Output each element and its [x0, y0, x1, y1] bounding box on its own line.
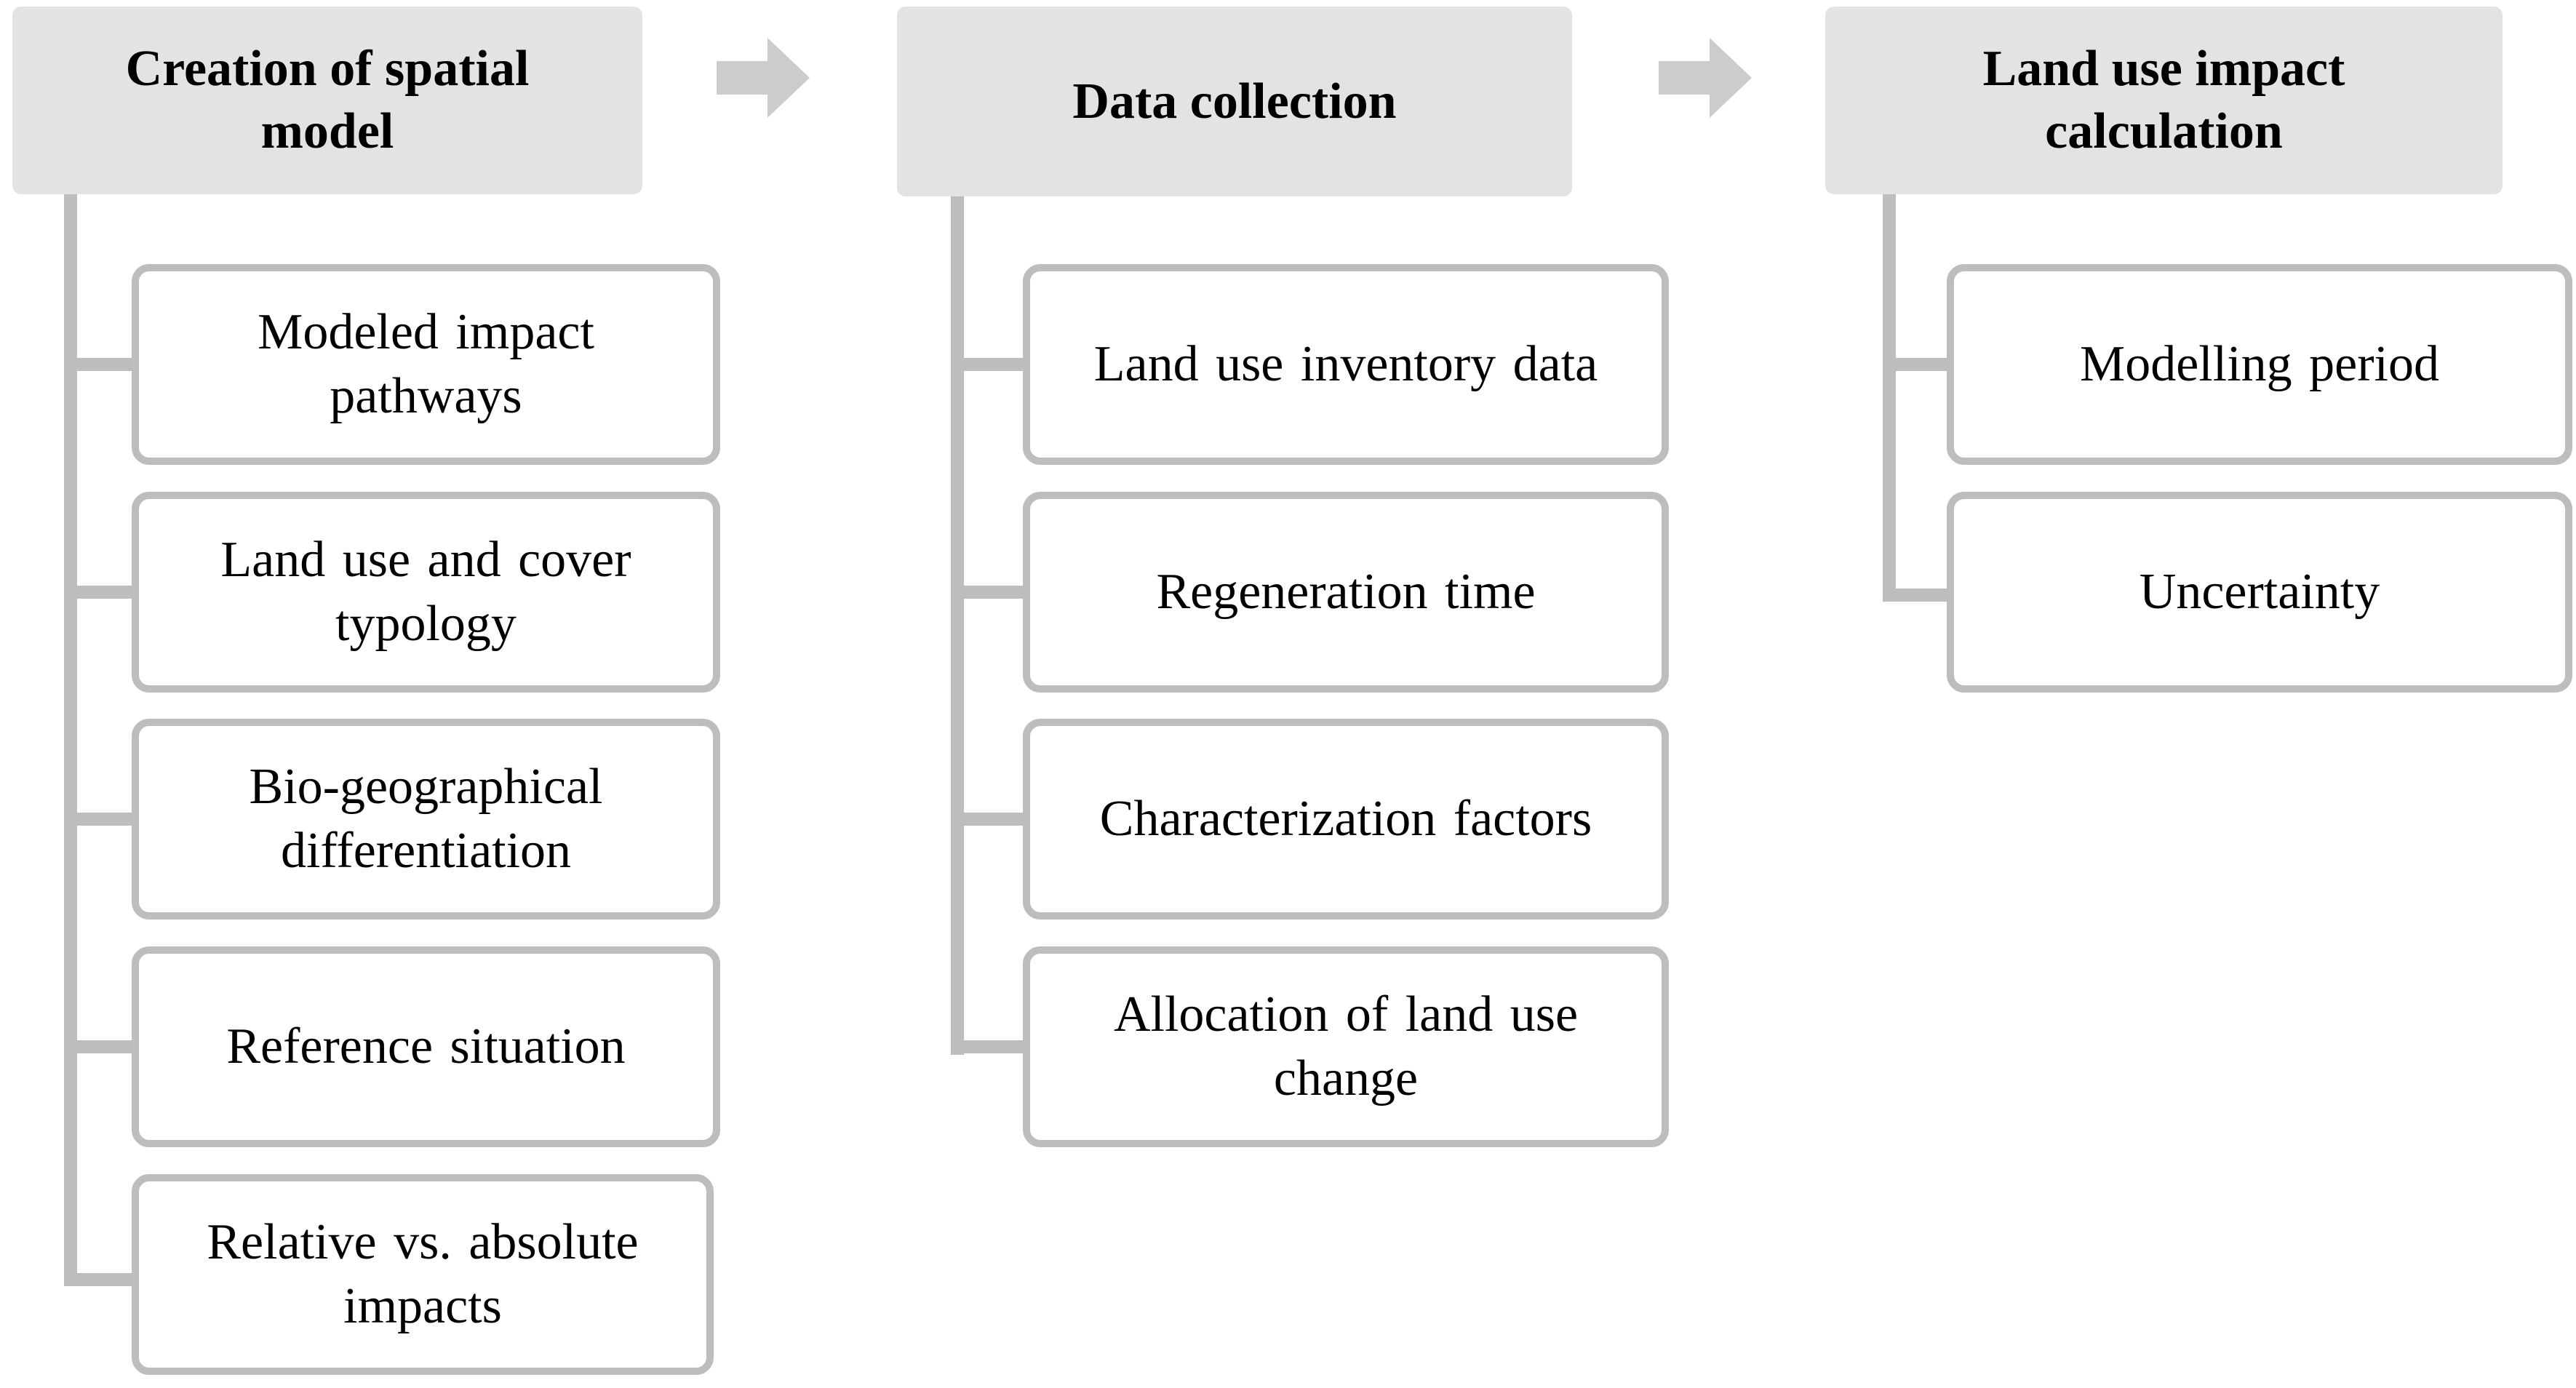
connector-trunk-col2 [951, 196, 964, 1055]
connector-trunk-col1 [64, 194, 77, 1286]
connector-branch-col1-3 [64, 813, 137, 826]
connector-branch-col2-3 [951, 813, 1029, 826]
connector-branch-col2-1 [951, 358, 1029, 371]
header-data-collection: Data collection [897, 7, 1572, 196]
connector-branch-col1-5 [64, 1273, 137, 1286]
item-allocation-of-land-use-change: Allocation of land use change [1023, 946, 1669, 1147]
item-modelling-period: Modelling period [1947, 264, 2572, 465]
connector-branch-col1-4 [64, 1040, 137, 1053]
item-uncertainty: Uncertainty [1947, 492, 2572, 693]
connector-branch-col3-1 [1883, 358, 1955, 371]
item-land-use-and-cover-typology: Land use and cover typology [132, 492, 720, 693]
item-land-use-inventory-data: Land use inventory data [1023, 264, 1669, 465]
connector-branch-col1-2 [64, 586, 137, 599]
connector-branch-col3-2 [1883, 589, 1955, 602]
item-bio-geographical-differentiation: Bio-geographical differentiation [132, 719, 720, 920]
right-arrow-icon [1659, 38, 1752, 118]
item-characterization-factors: Characterization factors [1023, 719, 1669, 920]
connector-branch-col2-2 [951, 586, 1029, 599]
connector-branch-col1-1 [64, 358, 137, 371]
item-regeneration-time: Regeneration time [1023, 492, 1669, 693]
item-reference-situation: Reference situation [132, 946, 720, 1147]
right-arrow-icon [717, 38, 810, 118]
header-land-use-impact-calculation: Land use impact calculation [1825, 7, 2503, 194]
connector-branch-col2-4 [951, 1040, 1029, 1053]
header-creation-of-spatial-model: Creation of spatial model [12, 7, 642, 194]
item-relative-vs-absolute-impacts: Relative vs. absolute impacts [132, 1174, 714, 1375]
item-modeled-impact-pathways: Modeled impact pathways [132, 264, 720, 465]
connector-trunk-col3 [1883, 194, 1896, 602]
